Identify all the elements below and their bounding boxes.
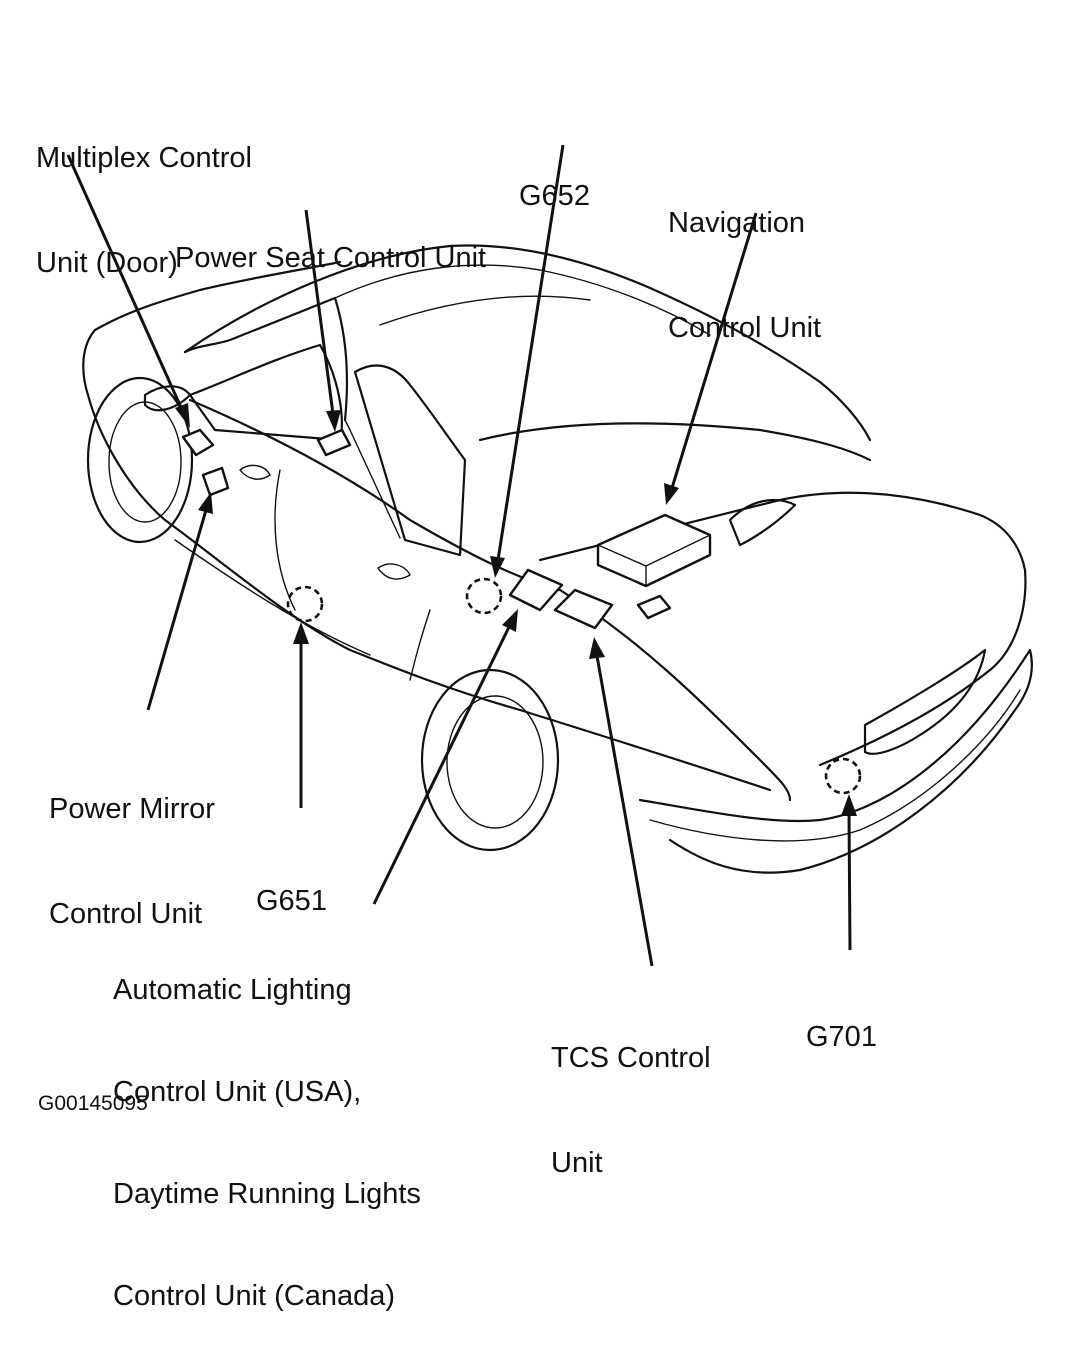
g651-label-text: G651 [256, 885, 327, 917]
rocker-line [174, 539, 371, 656]
auto-lighting-leader [372, 624, 512, 905]
windshield [183, 296, 349, 422]
g701-leader [847, 811, 852, 951]
g652-label-text: G652 [519, 180, 590, 212]
auto-lighting-label-line-1: Automatic Lighting [113, 974, 352, 1006]
navigation-control-unit-box [596, 513, 712, 588]
front-window [188, 343, 343, 442]
multiplex-label-line-1: Multiplex Control [36, 142, 252, 174]
navigation-arrowhead [664, 483, 679, 505]
g652-ground-marker [465, 577, 503, 615]
g701-label-text: G701 [806, 1021, 877, 1053]
rear-end [818, 568, 1027, 767]
g651-ground-marker [286, 585, 324, 623]
tail-light [863, 648, 987, 755]
sunroof-line [379, 295, 591, 326]
rear-window [353, 364, 467, 557]
g651-arrowhead [293, 622, 309, 644]
power-mirror-leader [146, 509, 208, 711]
roof-outline [183, 244, 872, 442]
tcs-control-unit-box [553, 588, 614, 630]
front-wheel-inner [108, 401, 182, 523]
figure-code: G00145095 [38, 1092, 148, 1115]
tcs-label-line-1: TCS Control [551, 1042, 711, 1074]
g701-arrowhead [841, 794, 857, 816]
power-mirror-arrowhead [198, 492, 213, 514]
front-wheel-outer [86, 376, 194, 544]
auto-lighting-label-line-3: Daytime Running Lights [113, 1178, 421, 1210]
navigation-control-unit-label: Navigation Control Unit [668, 136, 821, 381]
navigation-leader [670, 212, 758, 489]
car-outline [82, 244, 1033, 874]
rear-door-edge [409, 609, 431, 681]
diagram-stage: Multiplex Control Unit (Door) Power Seat… [36, 71, 1033, 1312]
bumper-line [649, 689, 1021, 842]
navigation-label-line-2: Control Unit [668, 312, 822, 344]
leader-lines [66, 144, 857, 967]
multiplex-leader [66, 154, 185, 413]
tcs-control-unit-label: TCS Control Unit [551, 971, 711, 1216]
power-mirror-label-line-2: Control Unit [49, 898, 203, 930]
automatic-lighting-control-unit-label: Automatic Lighting Control Unit (USA), D… [113, 905, 421, 1347]
power-mirror-control-unit-box [201, 466, 230, 497]
roof-inner-line [334, 264, 711, 336]
rear-bumper [638, 648, 1033, 874]
vehicle-diagram [66, 144, 1033, 967]
front-door-edge [274, 469, 296, 611]
b-pillar [344, 419, 401, 539]
g652-label: G652 [519, 109, 590, 249]
auto-lighting-control-unit-box [508, 568, 564, 612]
multiplex-control-unit-label: Multiplex Control Unit (Door) [36, 71, 252, 316]
power-seat-leader [304, 209, 335, 415]
tcs-label-line-2: Unit [551, 1147, 603, 1179]
power-seat-control-unit-box [316, 428, 352, 457]
tcs-leader [595, 655, 654, 967]
power-seat-label-line-1: Power Seat Control Unit [175, 242, 487, 274]
small-unit-box [636, 594, 672, 620]
multiplex-control-unit-box [181, 428, 215, 457]
multiplex-label-line-2: Unit (Door) [36, 247, 178, 279]
auto-lighting-arrowhead [502, 609, 518, 632]
body-side-upper [188, 398, 562, 592]
third-brake-light [728, 498, 797, 547]
navigation-box-edge [597, 534, 711, 587]
auto-lighting-label-line-2: Control Unit (USA), [113, 1076, 362, 1108]
g652-arrowhead [490, 556, 505, 578]
rear-deck [478, 422, 872, 462]
power-mirror-label-line-1: Power Mirror [49, 793, 215, 825]
body-side-lower [163, 518, 772, 792]
front-door-handle [239, 464, 271, 480]
navigation-label-line-1: Navigation [668, 207, 806, 239]
trunk-edge [558, 588, 792, 802]
multiplex-arrowhead [175, 403, 190, 428]
power-seat-control-unit-label: Power Seat Control Unit [175, 171, 486, 311]
tcs-arrowhead [589, 637, 605, 659]
g701-label: G701 [806, 950, 877, 1090]
auto-lighting-label-line-4: Control Unit (Canada) [113, 1280, 396, 1312]
rear-wheel-outer [420, 668, 560, 852]
hood-outline [93, 260, 342, 332]
rear-door-handle [377, 563, 411, 580]
rear-wheel-inner [446, 695, 544, 829]
power-seat-arrowhead [326, 410, 341, 432]
g701-ground-marker [824, 757, 862, 795]
front-fascia [82, 328, 167, 522]
g651-label: G651 [256, 814, 327, 954]
power-mirror-control-unit-label: Power Mirror Control Unit [49, 722, 215, 967]
g652-leader [496, 144, 565, 561]
